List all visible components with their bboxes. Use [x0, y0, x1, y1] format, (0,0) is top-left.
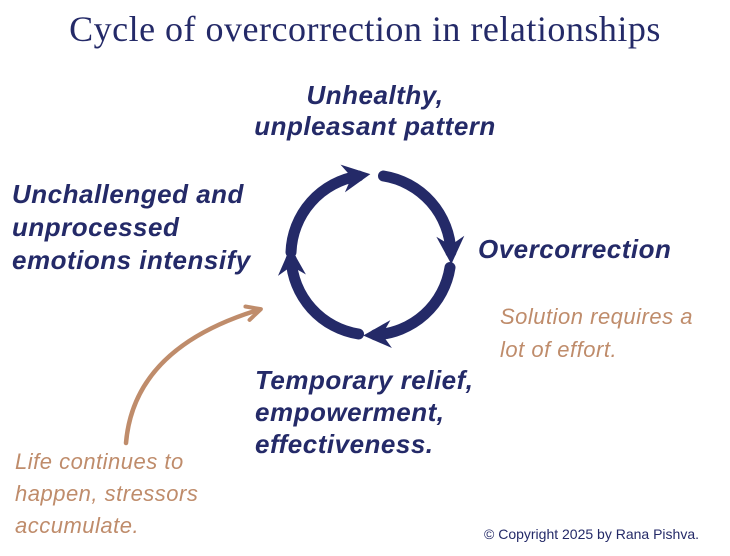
annotation-solution-effort: Solution requires a lot of effort.: [500, 304, 693, 362]
copyright-text: © Copyright 2025 by Rana Pishva.: [484, 526, 699, 542]
page-title: Cycle of overcorrection in relationships: [69, 9, 661, 49]
cycle-arc-bottom-right: [363, 262, 456, 349]
circular-cycle-arrows-icon: [277, 164, 465, 349]
curved-feedback-arrow-icon: [123, 304, 263, 446]
cycle-step-temporary-relief: Temporary relief, empowerment, effective…: [255, 365, 474, 459]
cycle-arc-top-right: [378, 170, 465, 265]
feedback-arrow-curve: [123, 304, 263, 446]
cycle-arc-top-left: [285, 164, 371, 258]
cycle-step-unhealthy-pattern: Unhealthy, unpleasant pattern: [254, 80, 496, 141]
cycle-arc-bottom-left: [277, 247, 364, 340]
cycle-step-overcorrection: Overcorrection: [478, 234, 672, 264]
cycle-step-unchallenged-emotions: Unchallenged and unprocessed emotions in…: [12, 179, 251, 275]
annotation-life-stressors: Life continues to happen, stressors accu…: [15, 449, 199, 538]
